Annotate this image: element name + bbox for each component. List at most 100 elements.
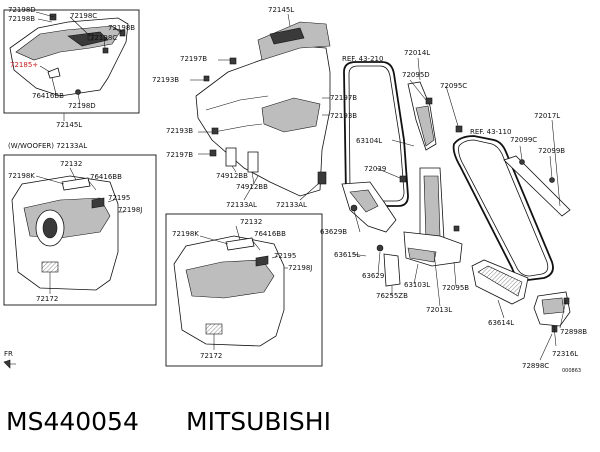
label-74912BB: 74912BB (216, 172, 248, 180)
sill-trim-texture (477, 265, 523, 297)
upper-trim-recess (269, 27, 305, 45)
label-72095D: 72095D (402, 71, 430, 79)
label-72197B: 72197B (166, 151, 193, 159)
label-76416BB: 76416BB (90, 173, 122, 181)
clip-icon (399, 175, 407, 183)
label-72133AL: 72133AL (226, 201, 257, 209)
clip-icon (549, 177, 555, 183)
label-72193B: 72193B (152, 76, 179, 84)
label-76255ZB: 76255ZB (376, 292, 408, 300)
label-76416BB: 76416BB (32, 92, 64, 100)
woofer-header: (W/WOOFER) 72133AL (8, 142, 87, 150)
inset-center: 72132 72198K 76416BB 72195 72198J 72172 (165, 213, 323, 367)
label-72195: 72195 (108, 194, 130, 202)
fr-label: FR (4, 350, 13, 358)
clip-icon (102, 47, 109, 54)
label-72198K: 72198K (172, 230, 199, 238)
label-72132: 72132 (60, 160, 82, 168)
label-72039: 72039 (364, 165, 386, 173)
label-72198D: 72198D (68, 102, 96, 110)
label-72133AL: 72133AL (276, 201, 307, 209)
clip-icon (425, 97, 433, 105)
clip-icon (229, 57, 237, 65)
label-72198C: 72198C (70, 12, 97, 20)
clip-icon (75, 89, 81, 95)
arrow-left-icon (3, 359, 11, 369)
weatherstrip-ref-43-110 (452, 135, 554, 281)
clip-icon (209, 149, 217, 157)
ref-43-210: REF. 43-210 (342, 55, 383, 63)
clip-icon (87, 33, 94, 41)
label-72145L: 72145L (56, 121, 82, 129)
upper-trim-72145L (257, 21, 331, 61)
label-72099B: 72099B (538, 147, 565, 155)
label-72193B: 72193B (166, 127, 193, 135)
label-74912BB: 74912BB (236, 183, 268, 191)
trim-window-recess (261, 97, 321, 133)
clip-icon (119, 29, 126, 37)
speaker-cone (42, 217, 58, 239)
inset-frame (165, 213, 323, 367)
pillar-shade (423, 175, 441, 241)
label-72198C: 72198C (90, 34, 117, 42)
label-72017L: 72017L (534, 112, 560, 120)
label-63629: 63629 (362, 272, 384, 280)
label-72185-highlight: 72185+ (10, 61, 38, 69)
pillar-trims: 72014L 72095D 72095C 63104L 72039 63629B… (320, 49, 469, 314)
inset-woofer: (W/WOOFER) 72133AL 72132 72198K 76416BB … (3, 142, 157, 306)
label-63629B: 63629B (320, 228, 347, 236)
pad-part (205, 323, 223, 335)
clip-icon (203, 75, 210, 82)
label-72198J: 72198J (288, 264, 312, 272)
main-quarter-trim: 72145L 72197B 72193B 72197B 72193B 72193… (152, 6, 357, 209)
label-72197B: 72197B (180, 55, 207, 63)
label-72132: 72132 (240, 218, 262, 226)
label-72095C: 72095C (440, 82, 467, 90)
handle-part (61, 177, 91, 191)
label-72198D: 72198D (8, 6, 36, 14)
bracket-74912BB (225, 147, 237, 167)
label-76416BB: 76416BB (254, 230, 286, 238)
front-direction-indicator: FR (3, 350, 16, 369)
label-72198K: 72198K (8, 172, 35, 180)
bracket-76255ZB (383, 253, 401, 287)
clip-icon (455, 125, 463, 133)
label-72198B: 72198B (108, 24, 135, 32)
clip-icon (453, 225, 460, 232)
label-72198J: 72198J (118, 206, 142, 214)
label-72195: 72195 (274, 252, 296, 260)
label-72172: 72172 (36, 295, 58, 303)
label-72145L: 72145L (268, 6, 294, 14)
weatherstrips: REF. 43-210 REF. 43-110 (342, 55, 554, 281)
clip-icon (317, 171, 327, 185)
label-72198B: 72198B (8, 15, 35, 23)
pillar-trim-shade (415, 105, 435, 147)
pad-part (41, 261, 59, 273)
trim-shade (541, 297, 565, 315)
label-72898C: 72898C (522, 362, 549, 370)
label-72014L: 72014L (404, 49, 430, 57)
handle-part (225, 237, 255, 251)
part-number: MS440054 (6, 407, 139, 436)
label-72099C: 72099C (510, 136, 537, 144)
clip-icon (519, 159, 525, 165)
diagram-code: 000863 (562, 368, 581, 374)
hook-part (47, 67, 61, 79)
bracket-shade (407, 247, 437, 263)
label-63615L: 63615L (334, 251, 360, 259)
hook-part (91, 197, 105, 209)
trim-shade (185, 259, 275, 299)
bracket-shade (349, 189, 379, 213)
label-63614L: 63614L (488, 319, 514, 327)
clip-icon (211, 127, 219, 135)
clip-icon (376, 244, 384, 252)
clip-icon (563, 297, 570, 305)
inset-frame (3, 154, 157, 306)
strip-72017L (503, 155, 571, 217)
label-72013L: 72013L (426, 306, 452, 314)
label-72193B: 72193B (330, 112, 357, 120)
brand-name: MITSUBISHI (186, 407, 331, 436)
label-72898B: 72898B (560, 328, 587, 336)
right-parts: 72017L 72099C 72099B 63614L 72898B 72316… (471, 112, 587, 374)
